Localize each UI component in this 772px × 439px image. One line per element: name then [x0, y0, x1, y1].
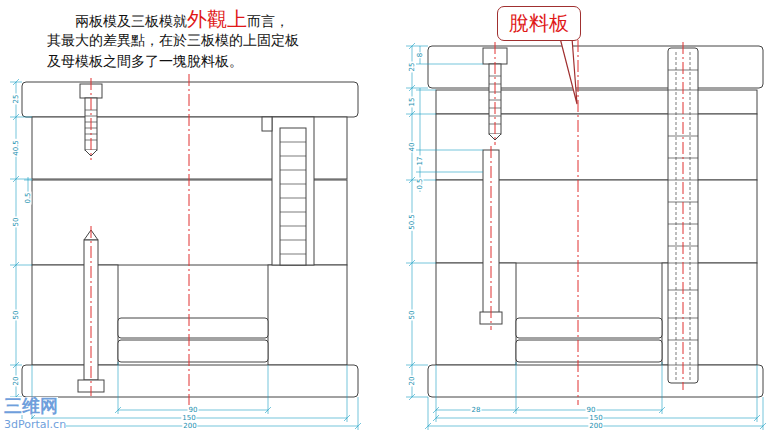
drawing-line [118, 340, 268, 362]
note-text: 及母模板之間多了一塊脫料板。 [47, 54, 243, 68]
drawing-line [416, 46, 483, 192]
watermark: 三维网 [4, 397, 58, 415]
drawing-line [13, 79, 19, 400]
dimension-value: 17 [417, 156, 424, 167]
drawing-line [425, 407, 766, 429]
drawing-line [118, 318, 268, 338]
drawing-line [32, 265, 118, 365]
dimension-value: 20 [409, 376, 416, 387]
dimension-value: 200 [182, 423, 197, 430]
drawing-line [10, 82, 32, 397]
dimension-value: 50 [13, 310, 20, 321]
dimension-value: 8 [417, 52, 424, 58]
drawing-line [22, 365, 358, 397]
drawing-line [280, 142, 306, 254]
drawing-line [406, 46, 436, 397]
note-text: 其最大的差異點，在於三板模的上固定板 [47, 33, 299, 47]
dimension-value: 50.5 [409, 213, 416, 231]
drawing-line [22, 82, 358, 117]
drawing-line [280, 128, 306, 265]
drawing-line [24, 177, 32, 192]
drawing-line [91, 78, 92, 160]
drawing-line [491, 146, 492, 330]
dimension-lines [10, 43, 766, 430]
drawing-line [578, 40, 579, 405]
note-text: 而言， [247, 13, 289, 29]
drawing-line [516, 340, 662, 362]
dimension-value: 25 [409, 62, 416, 73]
drawing-line [268, 265, 347, 365]
dimension-value: 90 [188, 407, 199, 414]
dimension-value: 200 [588, 423, 603, 430]
dimension-value: 90 [586, 407, 597, 414]
dimension-value: 0.5 [25, 191, 32, 204]
drawing-line [428, 362, 763, 430]
dimension-value: 50 [409, 310, 416, 321]
two-plate-mold [22, 82, 358, 397]
drawing-line [19, 407, 361, 429]
watermark: 3dPortal.cn [4, 419, 66, 430]
three-plate-mold [428, 46, 763, 397]
note-line: 兩板模及三板模就外觀上而言， [75, 6, 289, 33]
drawing-line [495, 42, 496, 145]
dimension-value: 150 [181, 415, 196, 422]
drawing-line [409, 43, 415, 400]
drawing-line [516, 318, 662, 338]
drawing-line [91, 226, 92, 396]
drawing-line [22, 362, 358, 430]
center-line [91, 40, 683, 405]
callout-pointer [560, 38, 577, 104]
dimension-value: 25 [13, 94, 20, 105]
drawing-line [683, 42, 684, 390]
drawing-line [428, 365, 763, 397]
dimension-value: 50 [13, 217, 20, 228]
drawing-line [189, 74, 190, 405]
dimension-value: 28 [471, 407, 482, 414]
emphasis-text: 外觀上 [187, 7, 247, 31]
dimension-value: 20 [13, 376, 20, 387]
dimension-value: 40 [409, 142, 416, 153]
dimension-value: 40.5 [13, 139, 20, 157]
drawing-line [436, 90, 757, 114]
thread-lines [489, 52, 698, 380]
thread-lines [85, 110, 306, 254]
drawing-line [436, 263, 516, 365]
callout-text: 脫料板 [509, 10, 569, 37]
drawing-line [272, 117, 314, 265]
drawing-line [428, 46, 763, 88]
dimension-value: 150 [588, 415, 603, 422]
dimension-value: 15 [409, 97, 416, 108]
note-text: 兩板模及三板模就 [75, 13, 187, 29]
callout-bubble: 脫料板 [497, 6, 581, 41]
drawing-line [262, 117, 272, 131]
dimension-value: 0.5 [417, 177, 424, 190]
